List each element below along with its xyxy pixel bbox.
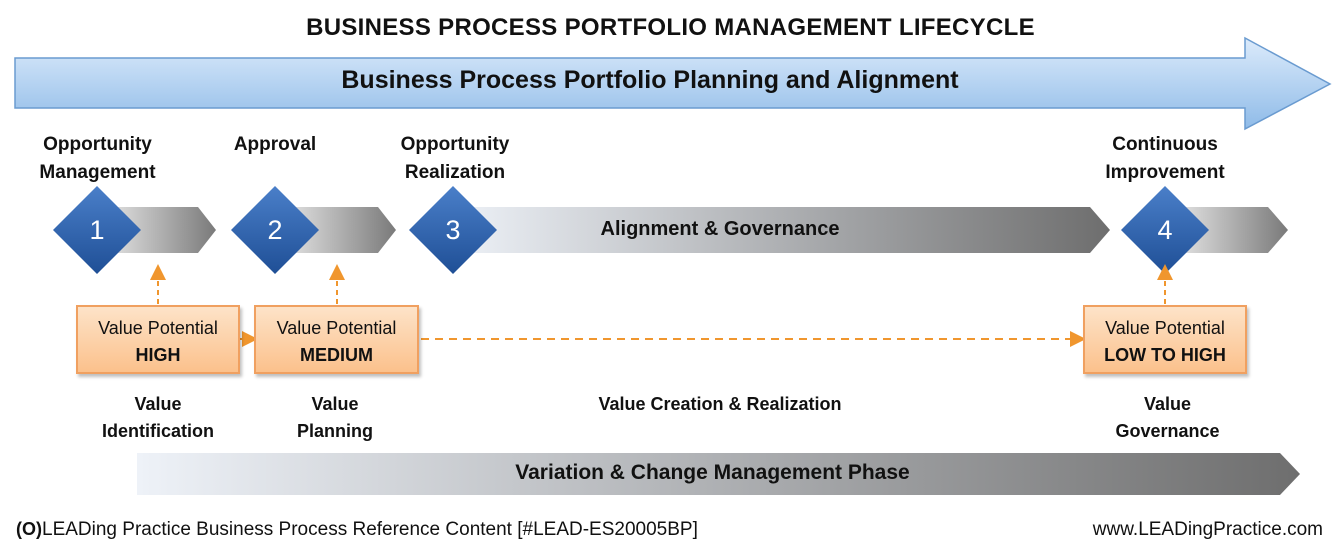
variation-banner-label: Variation & Change Management Phase (515, 461, 910, 484)
diamond-1 (53, 186, 141, 274)
value-box-caption: Value Potential (1105, 318, 1225, 338)
phase-label-approval: Approval (233, 134, 317, 155)
phase-label-opportunity-management: Opportunity Management (39, 134, 156, 183)
diamond-4 (1121, 186, 1209, 274)
diamond-3 (409, 186, 497, 274)
value-planning-label: Value Planning (297, 394, 373, 441)
alignment-governance-label: Alignment & Governance (600, 218, 840, 240)
footer-left-text: LEADing Practice Business Process Refere… (42, 519, 698, 540)
phase-label-continuous-improvement: Continuous Improvement (1105, 134, 1225, 183)
value-box-medium: Value Potential MEDIUM (254, 305, 419, 374)
chevron-3 (450, 207, 1110, 253)
value-creation-label: Value Creation & Realization (598, 394, 842, 414)
value-box-low-to-high: Value Potential LOW TO HIGH (1083, 305, 1247, 374)
phase-label-opportunity-realization: Opportunity Realization (400, 134, 510, 183)
value-box-level: MEDIUM (300, 345, 373, 365)
phase-number-1: 1 (89, 215, 105, 245)
logo-icon: (O) (16, 519, 42, 539)
value-box-high: Value Potential HIGH (76, 305, 240, 374)
page-title: BUSINESS PROCESS PORTFOLIO MANAGEMENT LI… (306, 14, 1035, 41)
planning-banner-label: Business Process Portfolio Planning and … (341, 66, 959, 94)
footer-left: (O)LEADing Practice Business Process Ref… (16, 519, 698, 541)
diamond-2 (231, 186, 319, 274)
value-identification-label: Value Identification (102, 394, 214, 441)
footer-url[interactable]: www.LEADingPractice.com (1092, 519, 1323, 540)
value-box-caption: Value Potential (98, 318, 218, 338)
phase-number-3: 3 (445, 215, 461, 245)
value-box-level: HIGH (135, 345, 181, 365)
variation-banner-arrow (137, 453, 1300, 495)
value-box-level: LOW TO HIGH (1104, 345, 1226, 365)
phase-number-4: 4 (1157, 215, 1173, 245)
value-box-caption: Value Potential (276, 318, 397, 338)
planning-banner-arrow (14, 36, 1332, 131)
value-governance-label: Value Governance (1115, 394, 1220, 441)
phase-number-2: 2 (267, 215, 283, 245)
